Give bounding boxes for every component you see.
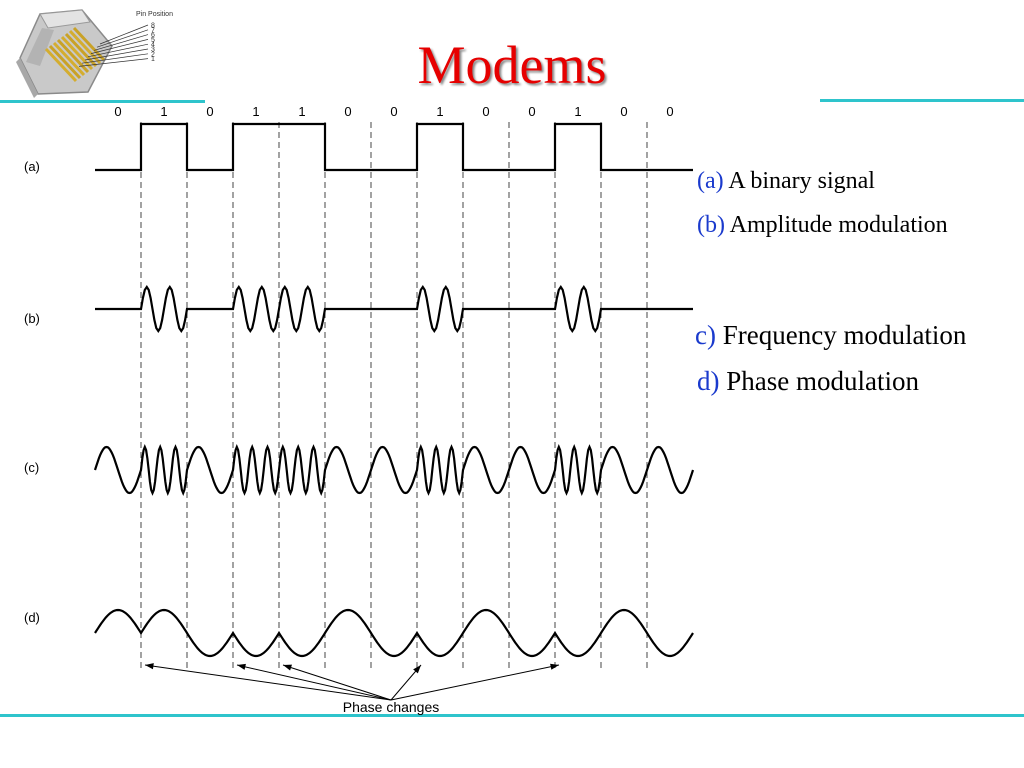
connector-pin-number: 2 <box>151 51 155 58</box>
caption-c-text: Frequency modulation <box>722 320 967 350</box>
row-labels: (a) (b) (c) (d) <box>24 159 40 625</box>
phase-change-arrowhead <box>145 663 154 670</box>
phase-changes-label: Phase changes <box>343 699 440 715</box>
bit-label: 0 <box>528 104 535 119</box>
phase-change-arrowhead <box>283 664 292 671</box>
bit-period-guides <box>140 122 648 668</box>
connector-pin-number: 3 <box>151 47 155 54</box>
phase-change-arrows <box>144 663 560 701</box>
bit-label: 1 <box>574 104 581 119</box>
caption-b-tag: (b) <box>697 212 725 238</box>
row-label: (b) <box>24 311 40 326</box>
phase-change-arrowhead <box>413 665 421 674</box>
caption-d: d) Phase modulation <box>697 366 919 397</box>
connector-pin-number: 1 <box>151 56 155 63</box>
phase-change-arrowhead <box>237 663 246 670</box>
connector-pin-position-label: Pin Position <box>136 11 173 18</box>
caption-a-text: A binary signal <box>728 168 875 194</box>
caption-a-tag: (a) <box>697 168 724 194</box>
bit-label: 1 <box>160 104 167 119</box>
caption-d-text: Phase modulation <box>726 366 919 396</box>
bit-label: 0 <box>482 104 489 119</box>
bit-label: 1 <box>298 104 305 119</box>
phase-change-arrow <box>390 664 560 701</box>
phase-change-arrow <box>282 664 392 701</box>
phase-modulation-waveform <box>94 608 694 658</box>
phase-change-arrowhead <box>550 663 559 670</box>
phase-change-arrow <box>236 664 392 701</box>
connector-pin-number: 5 <box>151 37 155 44</box>
amplitude-modulation-waveform <box>95 285 693 333</box>
connector-body <box>16 9 113 98</box>
top-left-rule <box>0 100 205 103</box>
bit-labels: 0 1 0 1 1 0 0 1 0 0 1 0 0 <box>114 104 673 119</box>
bit-label: 1 <box>436 104 443 119</box>
bit-label: 0 <box>390 104 397 119</box>
phase-change-arrow <box>144 664 392 701</box>
bit-label: 0 <box>114 104 121 119</box>
caption-b-text: Amplitude modulation <box>729 212 948 238</box>
connector-pin-number: 8 <box>151 23 155 30</box>
connector-pin-number: 4 <box>151 42 155 49</box>
connector-pin-number: 7 <box>151 27 155 34</box>
bit-label: 1 <box>252 104 259 119</box>
frequency-modulation-waveform <box>93 444 695 496</box>
bit-label: 0 <box>206 104 213 119</box>
row-label: (c) <box>24 460 39 475</box>
caption-a: (a) A binary signal <box>697 168 875 195</box>
row-label: (d) <box>24 610 40 625</box>
caption-c-tag: c) <box>695 320 716 350</box>
connector-pin-number: 6 <box>151 32 155 39</box>
modulation-diagram: 0 1 0 1 1 0 0 1 0 0 1 0 0 (a) (b) (c) (d) Phase changes <box>24 104 695 715</box>
caption-d-tag: d) <box>697 366 720 396</box>
row-label: (a) <box>24 159 40 174</box>
connector-gold-pins <box>44 26 106 83</box>
binary-signal-waveform <box>95 122 693 172</box>
bit-label: 0 <box>620 104 627 119</box>
caption-b: (b) Amplitude modulation <box>697 212 948 239</box>
caption-c: c) Frequency modulation <box>695 320 966 351</box>
bit-label: 0 <box>344 104 351 119</box>
bit-label: 0 <box>666 104 673 119</box>
bottom-rule <box>0 714 1024 717</box>
top-right-rule <box>820 99 1024 102</box>
slide-title: Modems <box>417 35 607 95</box>
